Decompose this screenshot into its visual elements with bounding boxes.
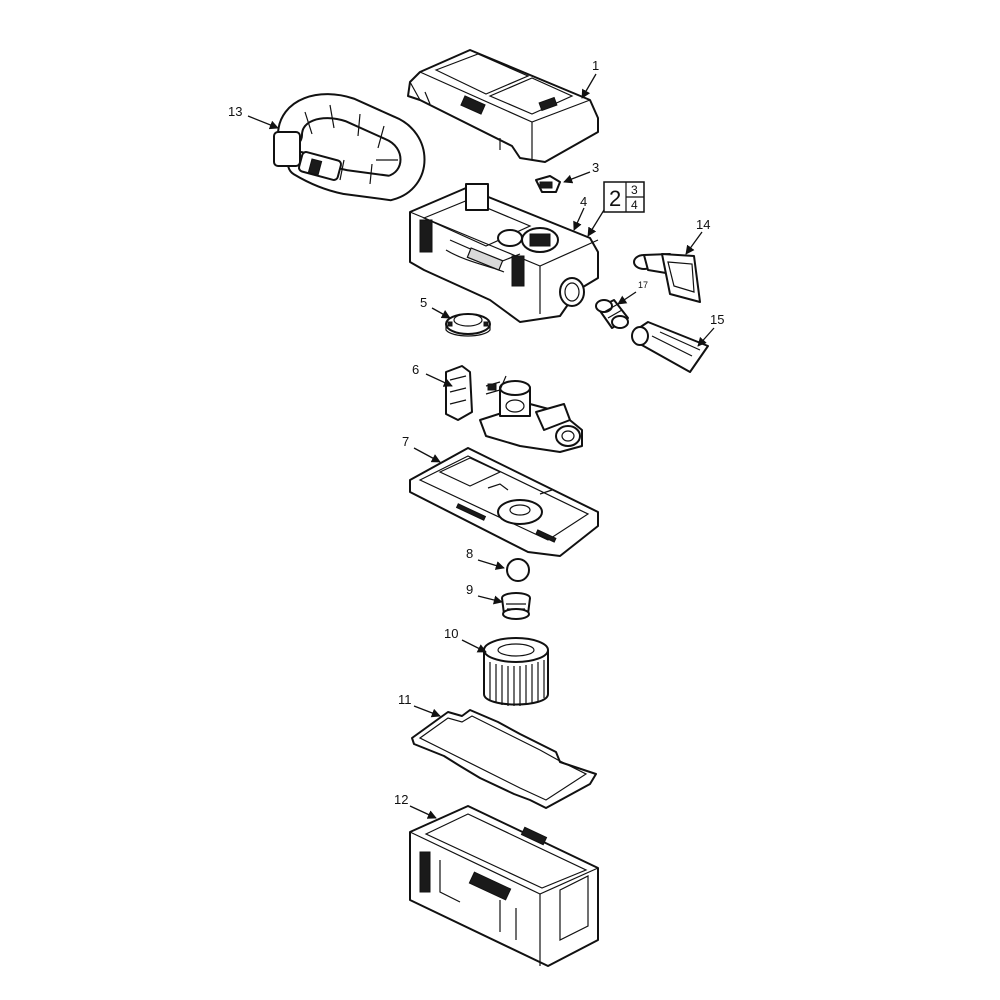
leader-9 — [477, 595, 503, 605]
leader-5 — [431, 307, 451, 319]
part-3-latch[interactable] — [535, 175, 561, 193]
label-1: 1 — [592, 58, 599, 73]
part-17-coupler[interactable] — [595, 299, 629, 329]
leader-11 — [413, 705, 441, 718]
label-4: 4 — [580, 194, 587, 209]
leader-6 — [425, 373, 453, 387]
leader-4 — [573, 207, 585, 231]
part-13-hose[interactable] — [273, 93, 426, 202]
part-15-crevice-tool[interactable] — [631, 321, 709, 373]
leader-13 — [247, 115, 279, 130]
leader-3 — [563, 171, 591, 184]
part-6-motor-assembly[interactable] — [445, 365, 583, 453]
leader-15 — [697, 327, 715, 347]
part-8-float-ball[interactable] — [506, 558, 530, 582]
kit-box-top: 3 — [631, 183, 638, 197]
leader-7 — [413, 447, 441, 463]
label-9: 9 — [466, 582, 473, 597]
part-10-filter[interactable] — [483, 637, 549, 706]
leader-17 — [617, 291, 637, 305]
label-14: 14 — [696, 217, 710, 232]
leader-10 — [461, 639, 487, 653]
part-11-gasket[interactable] — [411, 709, 597, 809]
part-7-base-plate[interactable] — [409, 447, 599, 557]
part-9-float-cage[interactable] — [501, 592, 531, 620]
leader-1 — [581, 73, 597, 99]
part-4-upper-housing[interactable] — [409, 183, 599, 323]
label-7: 7 — [402, 434, 409, 449]
leader-14 — [685, 231, 703, 255]
label-8: 8 — [466, 546, 473, 561]
label-12: 12 — [394, 792, 408, 807]
label-13: 13 — [228, 104, 242, 119]
label-10: 10 — [444, 626, 458, 641]
leader-kit-box — [587, 209, 605, 237]
kit-box: 2 3 4 — [603, 181, 645, 213]
part-1-top-cover[interactable] — [407, 49, 599, 163]
label-15: 15 — [710, 312, 724, 327]
part-14-nozzle[interactable] — [633, 253, 701, 303]
kit-box-main: 2 — [609, 186, 621, 211]
kit-box-bottom: 4 — [631, 198, 638, 212]
label-3: 3 — [592, 160, 599, 175]
part-5-seal-ring[interactable] — [445, 313, 491, 337]
label-6: 6 — [412, 362, 419, 377]
label-17: 17 — [638, 280, 648, 290]
label-11: 11 — [398, 692, 412, 707]
part-12-tank[interactable] — [409, 805, 599, 967]
label-5: 5 — [420, 295, 427, 310]
leader-12 — [409, 805, 437, 819]
leader-8 — [477, 559, 505, 570]
